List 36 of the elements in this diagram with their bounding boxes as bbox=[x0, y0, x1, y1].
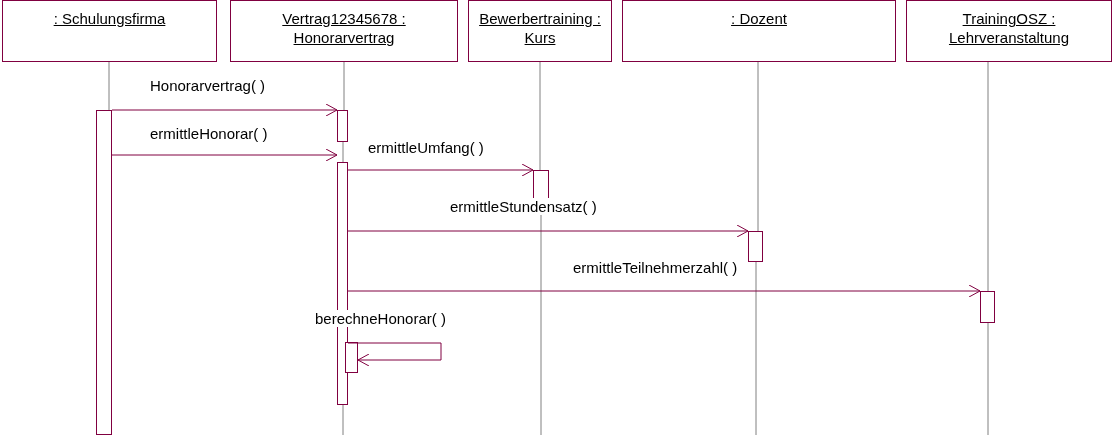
message-arrow bbox=[347, 284, 981, 298]
message-arrow bbox=[347, 224, 749, 238]
activation-bar bbox=[980, 291, 995, 323]
object-name: : Schulungsfirma bbox=[52, 9, 167, 28]
object-box bbox=[906, 0, 1112, 62]
object-box bbox=[2, 0, 217, 62]
message-arrow bbox=[111, 103, 338, 117]
lifeline bbox=[987, 61, 989, 292]
message-arrow bbox=[347, 163, 534, 177]
activation-bar bbox=[345, 342, 358, 373]
message-label: ermittleUmfang( ) bbox=[368, 139, 484, 156]
object-box bbox=[230, 0, 458, 62]
lifeline bbox=[343, 61, 345, 111]
message-label: ermittleTeilnehmerzahl( ) bbox=[573, 259, 738, 276]
lifeline bbox=[987, 322, 989, 435]
lifeline bbox=[539, 61, 541, 171]
message-arrow bbox=[347, 342, 442, 367]
lifeline bbox=[755, 261, 757, 435]
activation-bar bbox=[96, 110, 112, 435]
message-label: ermittleHonorar( ) bbox=[150, 125, 268, 142]
message-label: ermittleStundensatz( ) bbox=[450, 198, 597, 215]
lifeline bbox=[342, 404, 344, 435]
object-box bbox=[622, 0, 896, 62]
message-arrow bbox=[111, 148, 338, 162]
object-name: Vertrag12345678 : Honorarvertrag bbox=[281, 9, 407, 47]
object-name: TrainingOSZ : Lehrveranstaltung bbox=[947, 9, 1071, 47]
activation-bar bbox=[748, 231, 763, 262]
object-name: : Dozent bbox=[730, 9, 788, 28]
object-box bbox=[468, 0, 612, 62]
activation-bar bbox=[337, 110, 348, 142]
object-name: Bewerbertraining : Kurs bbox=[478, 9, 602, 47]
message-label: Honorarvertrag( ) bbox=[150, 77, 266, 94]
lifeline bbox=[108, 61, 110, 111]
lifeline bbox=[757, 61, 759, 232]
message-label: berechneHonorar( ) bbox=[315, 310, 446, 327]
lifeline bbox=[342, 141, 344, 163]
